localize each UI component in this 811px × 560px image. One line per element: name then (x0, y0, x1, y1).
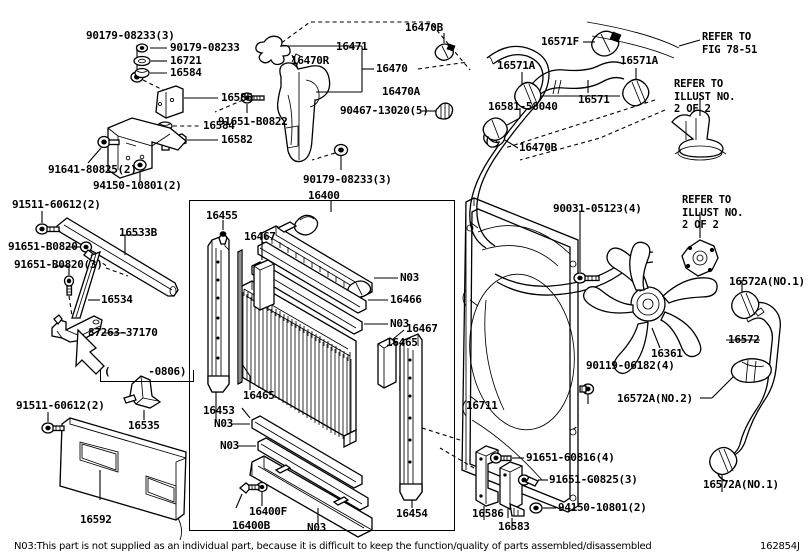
label-16592: 16592 (80, 513, 112, 526)
label-16467-top: 16467 (244, 230, 276, 243)
label-N03-c: N03 (214, 417, 233, 430)
label-16470: 16470 (376, 62, 408, 75)
label-16572A-no2: 16572A(NO.2) (617, 392, 693, 405)
label-16467-right: 16467 (406, 322, 438, 335)
label-16470A: 16470A (382, 85, 420, 98)
label-16400F: 16400F (249, 505, 287, 518)
label-16533B: 16533B (119, 226, 157, 239)
label-16571A-right: 16571A (620, 54, 658, 67)
date-range-bracket (100, 370, 194, 382)
label-N03-b: N03 (390, 317, 409, 330)
label-16400B: 16400B (232, 519, 270, 532)
label-16584-bottom: 16584 (203, 119, 235, 132)
label-16454: 16454 (396, 507, 428, 520)
label-16470B-top: 16470B (405, 21, 443, 34)
footnote-N03: N03:This part is not supplied as an indi… (14, 541, 652, 552)
label-16572: 16572 (728, 333, 760, 346)
label-91511-60612-2-bottom: 91511-60612(2) (16, 399, 105, 412)
label-91651-G0825-3: 91651-G0825(3) (549, 473, 638, 486)
label-90179-08233-3-bottom: 90179-08233(3) (303, 173, 392, 186)
label-16572A-no1-top: 16572A(NO.1) (729, 275, 805, 288)
label-16572A-no1-bottom: 16572A(NO.1) (703, 478, 779, 491)
label-date-range-0806: ( -0806) (104, 365, 187, 378)
label-90179-08233-3-top: 90179-08233(3) (86, 29, 175, 42)
label-91651-B0820-3: 91651-B0820(3) (14, 258, 103, 271)
label-refer-illust-2of2-top: REFER TO ILLUST NO. 2 OF 2 (674, 78, 736, 115)
label-16585: 16585 (221, 91, 253, 104)
label-16586: 16586 (472, 507, 504, 520)
label-16584-top: 16584 (170, 66, 202, 79)
diagram-id: 162854J (760, 541, 800, 552)
label-16571F: 16571F (541, 35, 579, 48)
label-16721: 16721 (170, 54, 202, 67)
label-16470B-right: 16470B (519, 141, 557, 154)
label-16470R: 16470R (291, 54, 329, 67)
label-16534: 16534 (101, 293, 133, 306)
radiator-assembly-box (189, 200, 455, 531)
label-16453: 16453 (203, 404, 235, 417)
label-91641-80825-2: 91641-80825(2) (48, 163, 137, 176)
label-16400: 16400 (308, 189, 340, 202)
label-94150-10801-2-left: 94150-10801(2) (93, 179, 182, 192)
label-90467-13020-5: 90467-13020(5) (340, 104, 429, 117)
label-16581-58040: 16581-58040 (488, 100, 558, 113)
label-16583: 16583 (498, 520, 530, 533)
label-16535: 16535 (128, 419, 160, 432)
label-N03-e: N03 (307, 521, 326, 534)
label-refer-to-fig-78-51: REFER TO FIG 78-51 (702, 31, 758, 56)
label-90119-06182-4: 90119-06182(4) (586, 359, 675, 372)
label-90031-05123-4: 90031-05123(4) (553, 202, 642, 215)
label-91651-B0822: 91651-B0822 (218, 115, 288, 128)
label-16711: 16711 (466, 399, 498, 412)
label-91511-60612-2-top: 91511-60612(2) (12, 198, 101, 211)
label-16466: 16466 (390, 293, 422, 306)
label-94150-10801-2-bottom: 94150-10801(2) (558, 501, 647, 514)
label-16361: 16361 (651, 347, 683, 360)
label-16571: 16571 (578, 93, 610, 106)
label-91651-B0820: 91651-B0820 (8, 240, 78, 253)
label-refer-illust-2of2-fan: REFER TO ILLUST NO. 2 OF 2 (682, 194, 744, 231)
label-N03-a: N03 (400, 271, 419, 284)
label-16471: 16471 (336, 40, 368, 53)
label-N03-d: N03 (220, 439, 239, 452)
label-16455: 16455 (206, 209, 238, 222)
label-16582: 16582 (221, 133, 253, 146)
label-16571A-left: 16571A (497, 59, 535, 72)
label-91651-60816-4: 91651-60816(4) (526, 451, 615, 464)
label-16465-right: 16465 (386, 336, 418, 349)
label-16465-left: 16465 (243, 389, 275, 402)
label-90179-08233: 90179-08233 (170, 41, 240, 54)
label-87263-37170: 87263-37170 (88, 326, 158, 339)
